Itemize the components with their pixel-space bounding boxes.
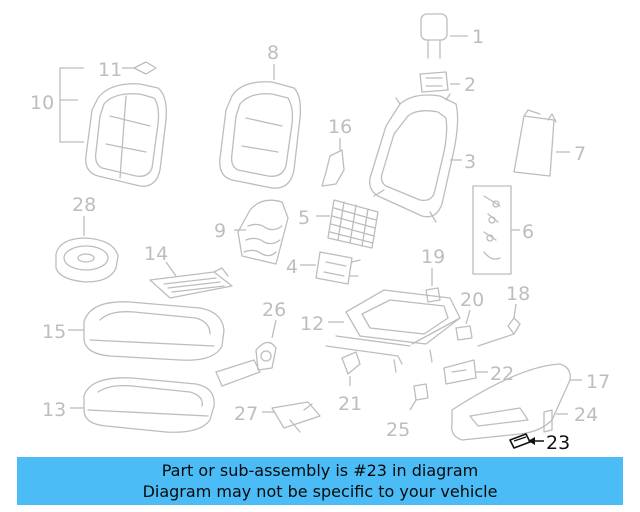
part-9-back-insert	[237, 199, 289, 265]
label-21: 21	[338, 393, 362, 415]
part-28-disc	[55, 237, 119, 283]
label-26: 26	[262, 299, 286, 321]
label-13: 13	[42, 399, 66, 421]
label-27: 27	[234, 403, 258, 425]
label-25: 25	[386, 419, 410, 441]
label-12: 12	[300, 313, 324, 335]
part-27-switch	[271, 401, 321, 433]
label-11: 11	[98, 59, 122, 81]
label-19: 19	[421, 246, 445, 268]
part-19-clip	[425, 287, 441, 303]
arrowhead-23	[528, 437, 535, 445]
label-24: 24	[574, 404, 598, 426]
label-5: 5	[298, 207, 310, 229]
part-23-highlighted	[509, 433, 531, 449]
label-2: 2	[464, 74, 476, 96]
label-3: 3	[464, 151, 476, 173]
label-14: 14	[144, 243, 168, 265]
part-1-headrest	[420, 13, 448, 59]
part-20-clip	[455, 325, 473, 341]
label-23: 23	[546, 432, 570, 454]
label-8: 8	[267, 42, 279, 64]
part-18-cable	[477, 317, 521, 347]
part-3-seat-back-frame	[369, 93, 459, 223]
info-banner: Part or sub-assembly is #23 in diagram D…	[17, 457, 623, 505]
label-16: 16	[328, 116, 352, 138]
part-6-hardware-kit	[472, 185, 512, 275]
part-26-motor	[215, 341, 277, 387]
part-8-seat-back-pad	[219, 81, 302, 189]
part-4-lumbar-support	[315, 251, 361, 285]
part-22-bracket	[443, 359, 477, 385]
part-10-seat-back-cover	[85, 83, 167, 187]
banner-line-disclaimer: Diagram may not be specific to your vehi…	[142, 482, 498, 501]
part-13-cushion-pad	[83, 377, 215, 433]
part-11-clip	[133, 61, 157, 75]
label-1: 1	[472, 26, 484, 48]
banner-line-part: Part or sub-assembly is #23 in diagram	[161, 461, 479, 480]
part-24-knob	[543, 409, 553, 433]
label-28: 28	[72, 194, 96, 216]
part-25-clip	[413, 383, 429, 401]
label-6: 6	[522, 221, 534, 243]
part-14-heater-element	[149, 267, 233, 299]
part-21-bracket	[341, 351, 361, 375]
label-17: 17	[586, 371, 610, 393]
part-7-back-panel	[513, 109, 557, 177]
label-9: 9	[214, 220, 226, 242]
label-4: 4	[286, 256, 298, 278]
label-7: 7	[574, 143, 586, 165]
seat-parts-diagram: 10 11 8 1 2 3 16 5	[30, 13, 610, 454]
part-12-seat-frame	[325, 289, 461, 373]
label-15: 15	[42, 321, 66, 343]
part-5-lumbar-mat	[327, 199, 379, 249]
part-2-headrest-guide	[419, 71, 449, 93]
label-10: 10	[30, 92, 54, 114]
part-15-cushion-cover	[83, 301, 225, 361]
label-18: 18	[506, 283, 530, 305]
label-22: 22	[490, 363, 514, 385]
label-20: 20	[460, 289, 484, 311]
part-16-bracket	[321, 149, 345, 187]
